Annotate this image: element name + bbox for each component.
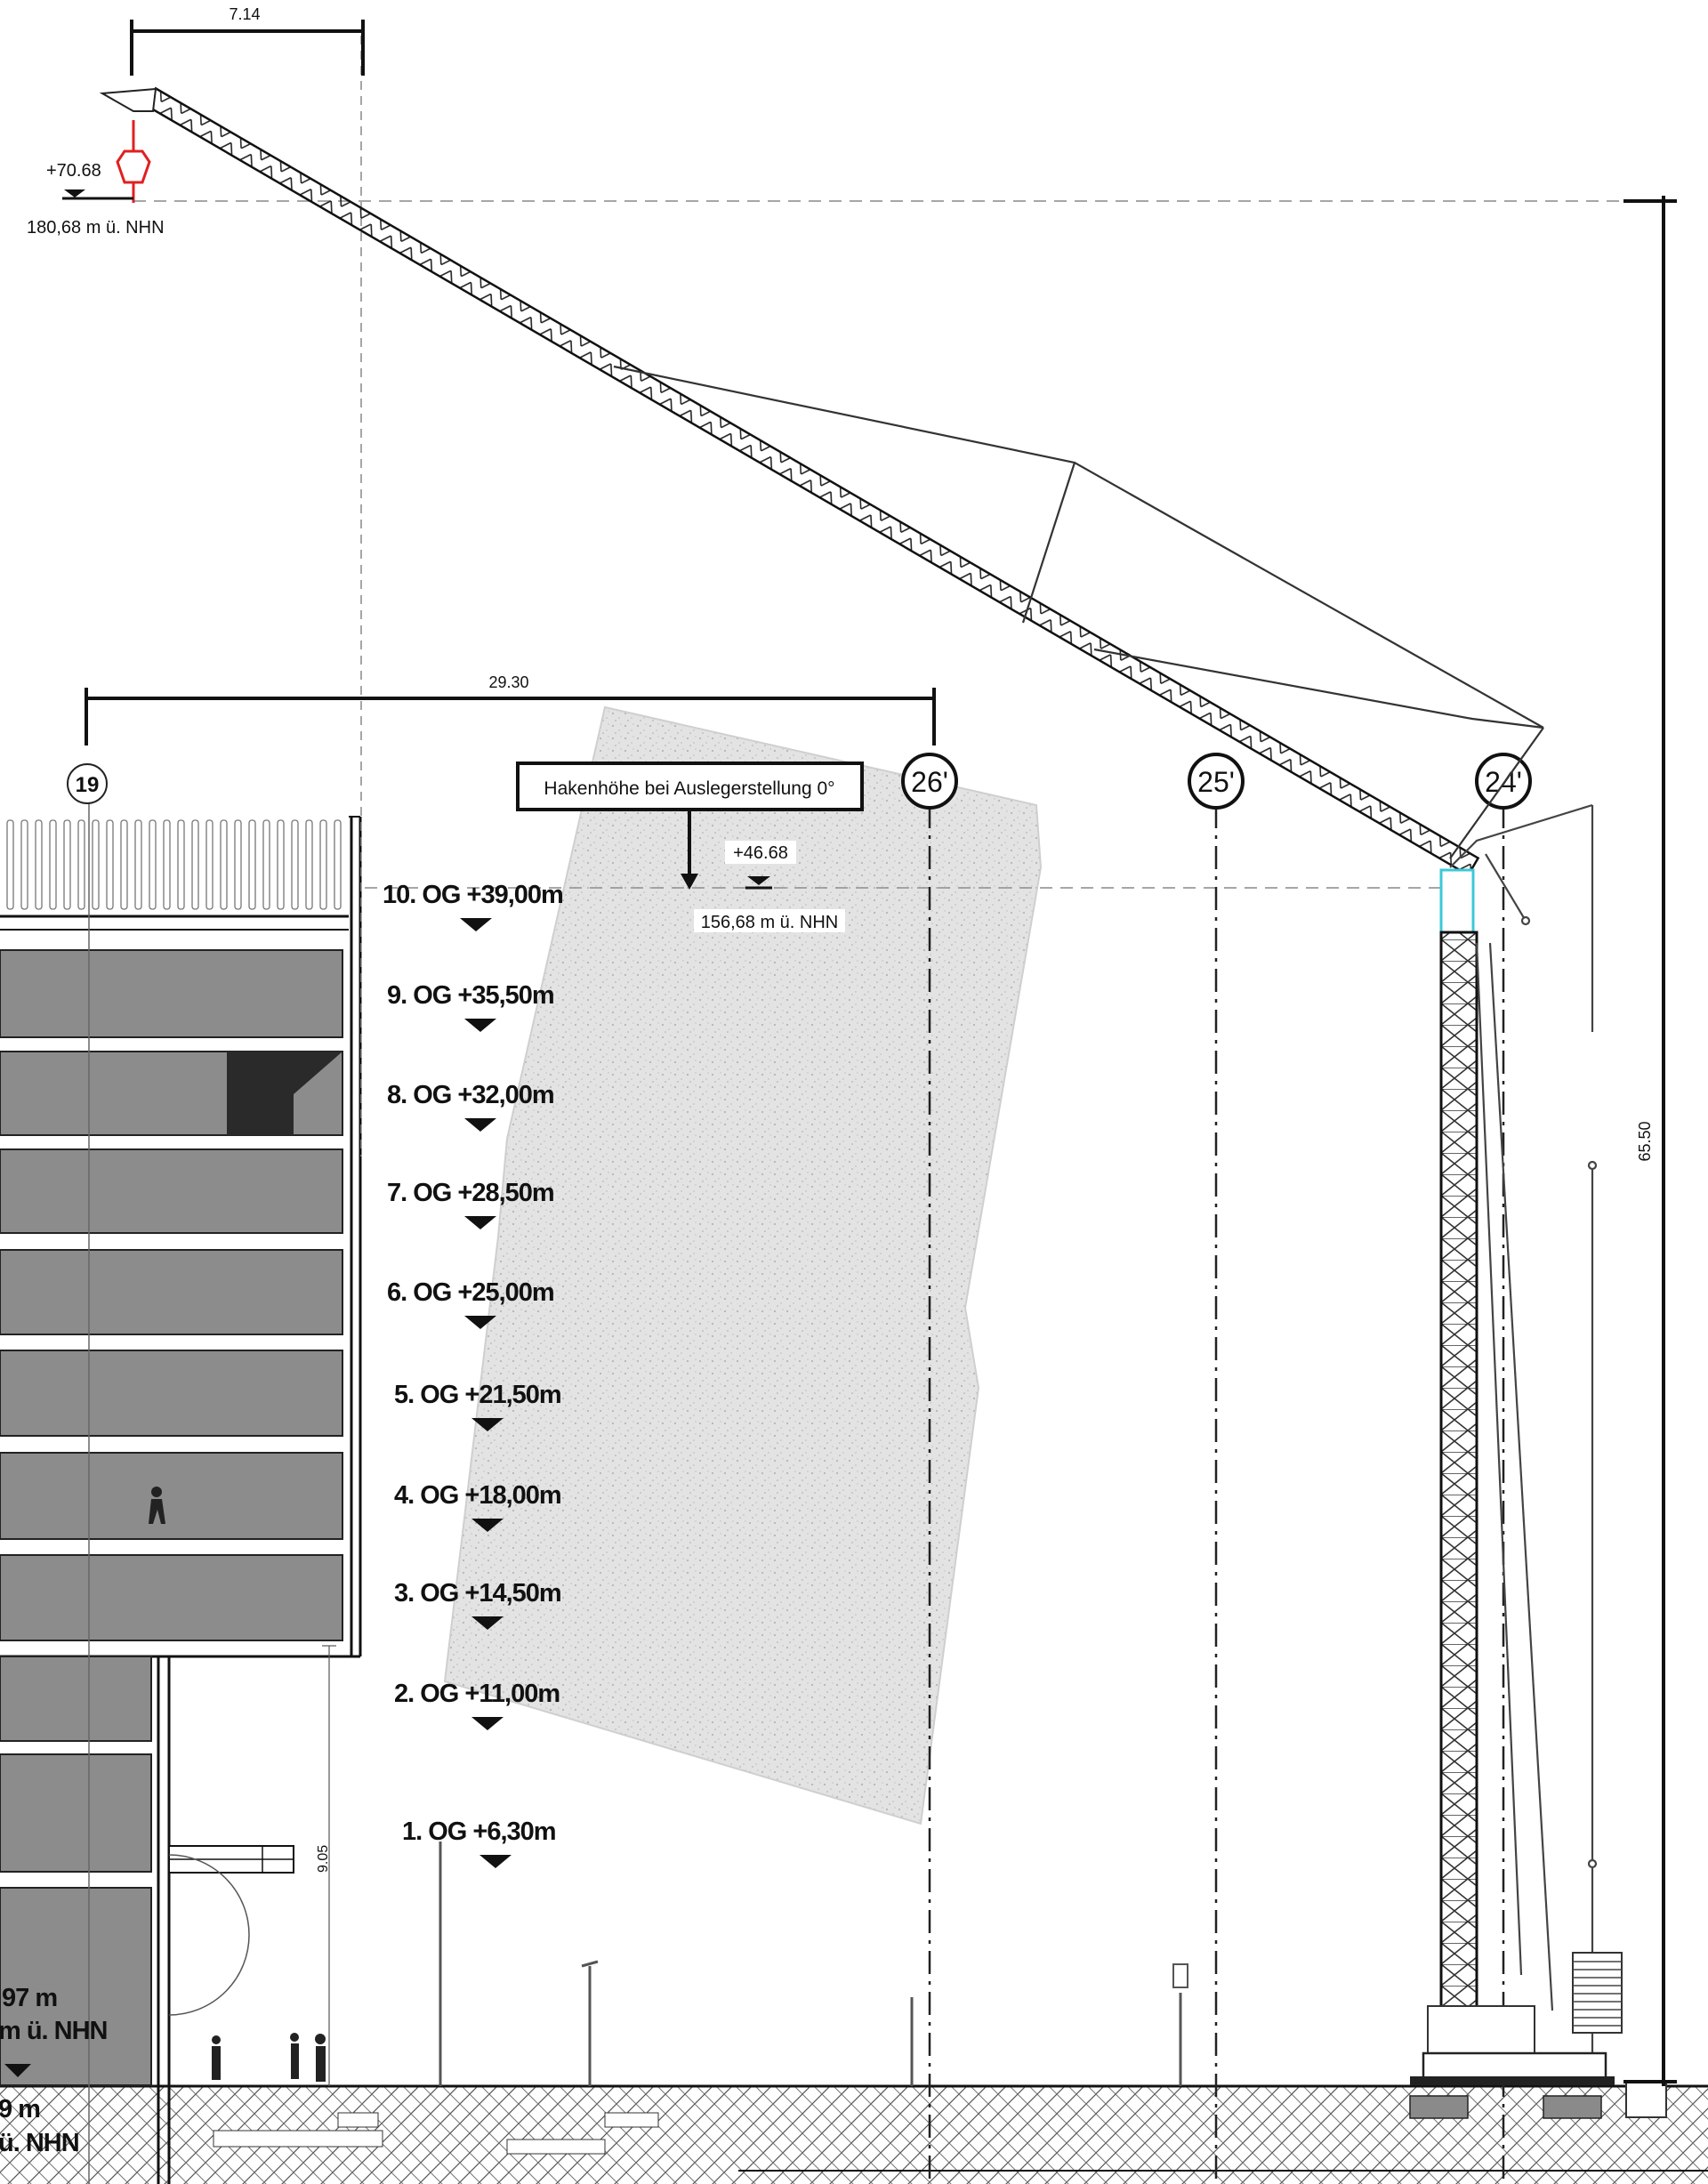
axis-label-25: 25' (1197, 766, 1235, 798)
hook-note-label: Hakenhöhe bei Auslegerstellung 0° (544, 778, 834, 799)
lamps (439, 1841, 1188, 2086)
crane-carrier (1409, 2005, 1667, 2119)
level-triangle (479, 1855, 512, 1868)
dimension-small-label: 9.05 (316, 1845, 331, 1873)
person-figure (149, 1487, 165, 1524)
level-triangle (460, 918, 492, 931)
level-label: 3. OG +14,50m (394, 1579, 561, 1608)
crane-guy-lines (613, 365, 1544, 859)
crane-counter-jib (1449, 803, 1598, 2073)
dimension-top: 7.14 (130, 5, 365, 76)
level-label: 6. OG +25,00m (387, 1278, 554, 1307)
people (149, 1487, 326, 2082)
level-marker: 10. OG +39,00m (383, 881, 564, 931)
level-label: 4. OG +18,00m (394, 1481, 561, 1510)
person-figure (315, 2034, 326, 2082)
level-marker: 7. OG +28,50m (387, 1179, 555, 1229)
level-triangle (471, 1418, 504, 1431)
dimension-main-label: 29.30 (488, 673, 528, 691)
axis-label-24: 24' (1485, 766, 1522, 798)
level-marker: 5. OG +21,50m (394, 1381, 562, 1431)
left-cut-line4: ü. NHN (0, 2129, 79, 2157)
axis-bubble-25: 25' (1188, 753, 1245, 810)
left-cut-line2: m ü. NHN (0, 2017, 108, 2045)
level-triangle (471, 1717, 504, 1730)
hook-top-marker: +70.68 180,68 m ü. NHN (27, 161, 165, 238)
level-label: 5. OG +21,50m (394, 1381, 561, 1409)
left-cut-line3: 9 m (0, 2095, 40, 2124)
dimension-height: 65.50 (1623, 196, 1677, 2086)
hook-note: Hakenhöhe bei Auslegerstellung 0° +46.68… (516, 762, 864, 932)
hook-top-absolute: 180,68 m ü. NHN (27, 218, 165, 238)
left-cut-labels: 97 m m ü. NHN 9 m ü. NHN (0, 1984, 109, 2157)
concrete-wall (443, 705, 1043, 1825)
axis-bubble-19: 19 (67, 763, 108, 804)
dimension-height-label: 65.50 (1636, 1121, 1654, 1161)
level-label: 7. OG +28,50m (387, 1179, 554, 1207)
jib-tip (99, 87, 157, 112)
level-triangle (471, 1616, 504, 1630)
crane-tower-top (1439, 868, 1475, 934)
dimension-main: 29.30 (85, 673, 936, 745)
level-marker: 4. OG +18,00m (394, 1481, 562, 1532)
counterweight (1572, 1952, 1623, 2034)
level-triangle (464, 1019, 496, 1032)
hook-red (116, 120, 151, 203)
level-marker: 2. OG +11,00m (394, 1680, 560, 1730)
level-label: 1. OG +6,30m (402, 1817, 556, 1846)
axis-bubble-24: 24' (1475, 753, 1532, 810)
hook-note-absolute: 156,68 m ü. NHN (701, 913, 839, 932)
crane (99, 86, 1667, 2119)
hook-top-relative: +70.68 (46, 161, 101, 181)
person-figure (290, 2033, 299, 2079)
crane-tower (1439, 931, 1478, 2012)
axis-label-26: 26' (911, 766, 948, 798)
hook-note-relative: +46.68 (733, 843, 788, 863)
person-figure (212, 2035, 221, 2080)
level-label: 10. OG +39,00m (383, 881, 563, 909)
left-cut-line1: 97 m (2, 1984, 57, 2012)
level-label: 2. OG +11,00m (394, 1680, 560, 1708)
level-marker: 6. OG +25,00m (387, 1278, 555, 1329)
level-label: 9. OG +35,50m (387, 981, 554, 1010)
level-triangle (464, 1316, 496, 1329)
axis-bubble-26: 26' (901, 753, 958, 810)
level-label: 8. OG +32,00m (387, 1081, 554, 1109)
level-marker: 1. OG +6,30m (402, 1817, 557, 1868)
building-facade (0, 816, 362, 2184)
level-marker: 8. OG +32,00m (387, 1081, 555, 1132)
level-marker: 9. OG +35,50m (387, 981, 555, 1032)
level-triangle (464, 1118, 496, 1132)
level-labels: 10. OG +39,00m 9. OG +35,50m 8. OG +32,00m… (383, 881, 564, 1868)
level-marker: 3. OG +14,50m (394, 1579, 562, 1630)
axis-label-19: 19 (76, 773, 100, 797)
level-triangle (464, 1216, 496, 1229)
dimension-top-label: 7.14 (229, 5, 260, 23)
level-triangle (471, 1519, 504, 1532)
grid-axes (928, 805, 1505, 2184)
